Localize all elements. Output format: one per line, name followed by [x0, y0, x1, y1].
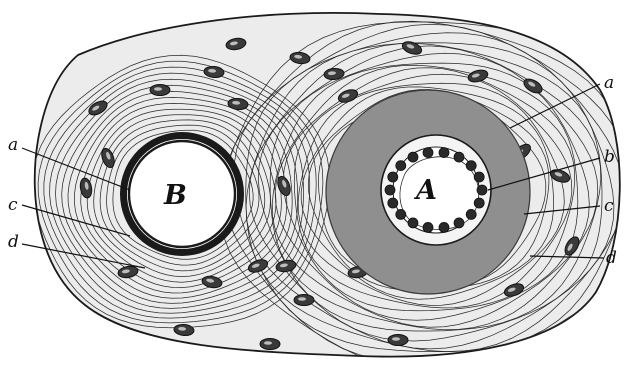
nucleus	[150, 85, 170, 96]
vessel-b-label: B	[163, 180, 187, 211]
vessel-a: A	[326, 90, 530, 294]
vessel-a-label: A	[413, 175, 437, 206]
epithelial-cell	[408, 218, 418, 228]
label-left-d: d	[8, 232, 19, 252]
epithelial-cell	[466, 161, 476, 171]
label-right-c: c	[604, 196, 614, 216]
label-right-b: b	[604, 147, 615, 167]
epithelial-cell	[454, 152, 464, 162]
label-right-a: a	[604, 73, 614, 93]
vessel-b: B	[120, 132, 244, 256]
epithelial-cell	[385, 185, 395, 195]
nucleus	[260, 339, 280, 350]
nucleus	[294, 295, 314, 306]
epithelial-cell	[408, 152, 418, 162]
epithelial-cell	[474, 172, 484, 182]
epithelial-cell	[396, 209, 406, 219]
epithelial-cell	[439, 148, 449, 158]
epithelial-cell	[466, 209, 476, 219]
label-left-c: c	[8, 195, 18, 215]
epithelial-cell	[454, 218, 464, 228]
epithelial-cell	[477, 185, 487, 195]
epithelial-cell	[423, 222, 433, 232]
epithelial-cell	[396, 161, 406, 171]
label-right-d: d	[606, 248, 617, 268]
epithelial-cell	[388, 172, 398, 182]
label-left-a: a	[8, 135, 18, 155]
epithelial-cell	[439, 222, 449, 232]
epithelial-cell	[423, 148, 433, 158]
epithelial-cell	[388, 198, 398, 208]
nucleus	[388, 335, 408, 346]
epithelial-cell	[474, 198, 484, 208]
